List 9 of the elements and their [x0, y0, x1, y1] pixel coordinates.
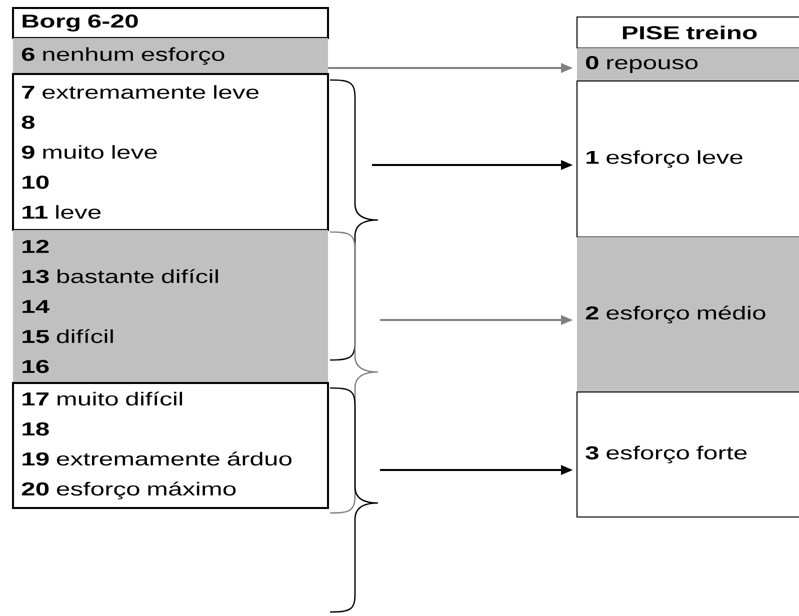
scale-box: 7 extremamente leve 8 9 muito leve 10 11 leve	[12, 73, 329, 231]
scale-box: 17 muito difícil 18 19 extremamente árduo 20 esforço máximo	[12, 382, 329, 509]
scale-band: 6 nenhum esforço	[13, 38, 328, 74]
category-band: 2 esforço médio	[577, 237, 799, 392]
category-box: 3 esforço forte	[576, 391, 799, 518]
category-band: 0 repouso	[577, 48, 799, 81]
category-box: 1 esforço leve	[576, 80, 799, 238]
table-header: PISE treino	[576, 16, 799, 49]
table-header: Borg 6-20	[12, 7, 329, 39]
